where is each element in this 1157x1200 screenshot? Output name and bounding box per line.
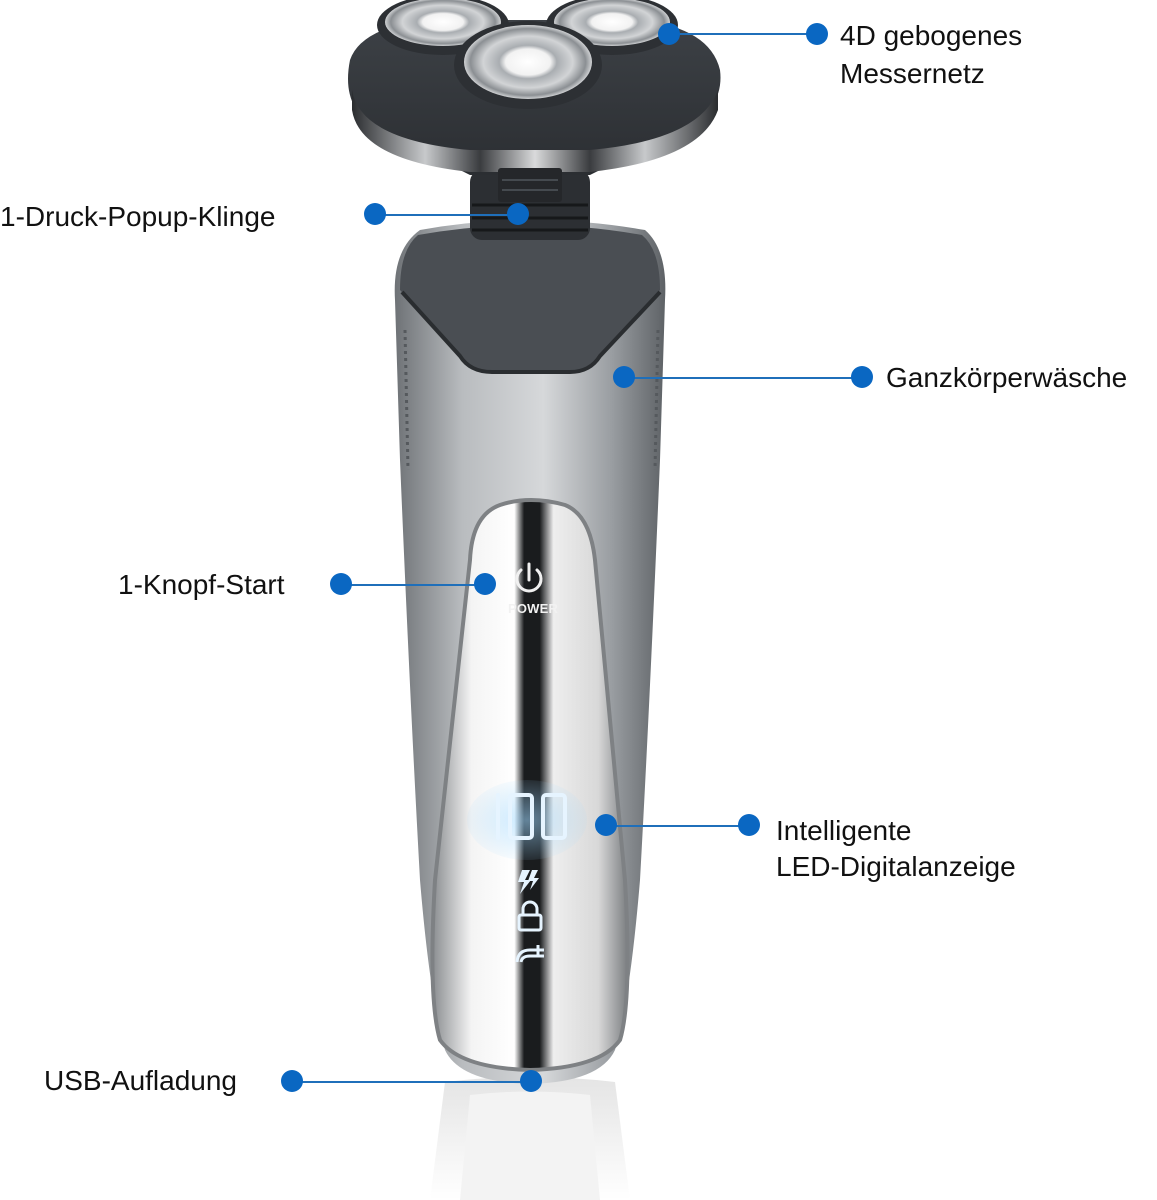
label-blades-line2: Messernetz: [840, 58, 985, 89]
callout-marker-wash: [851, 366, 873, 388]
callout-marker-popup: [364, 203, 386, 225]
callout-anchor-blades: [658, 23, 680, 45]
label-popup: 1-Druck-Popup-Klinge: [0, 201, 276, 232]
callout-marker-led: [738, 814, 760, 836]
callout-marker-blades: [806, 23, 828, 45]
callout-anchor-popup: [507, 203, 529, 225]
lock-icon: [517, 900, 543, 932]
callout-anchor-wash: [613, 366, 635, 388]
led-digits: [496, 793, 567, 840]
blade-front: [454, 21, 602, 109]
callout-line-blades: [668, 33, 816, 35]
label-led-line2: LED-Digitalanzeige: [776, 851, 1016, 882]
label-led-line1: Intelligente: [776, 815, 912, 846]
lightning-charge-icon: [518, 870, 539, 894]
callout-line-usb: [292, 1081, 532, 1083]
callout-marker-usb: [281, 1070, 303, 1092]
callout-marker-start: [330, 573, 352, 595]
label-blades-line1: 4D gebogenes: [840, 20, 1023, 51]
callout-line-led: [606, 825, 750, 827]
callout-line-wash: [624, 377, 862, 379]
power-label: POWER: [508, 601, 559, 616]
power-icon: [515, 562, 543, 593]
callout-anchor-usb: [520, 1070, 542, 1092]
callout-anchor-start: [474, 573, 496, 595]
label-wash: Ganzkörperwäsche: [886, 362, 1128, 393]
water-tap-icon: [515, 945, 544, 963]
label-start: 1-Knopf-Start: [118, 569, 285, 600]
callout-line-popup: [374, 214, 520, 216]
label-usb: USB-Aufladung: [44, 1065, 238, 1096]
callout-line-start: [342, 584, 486, 586]
callout-anchor-led: [595, 814, 617, 836]
